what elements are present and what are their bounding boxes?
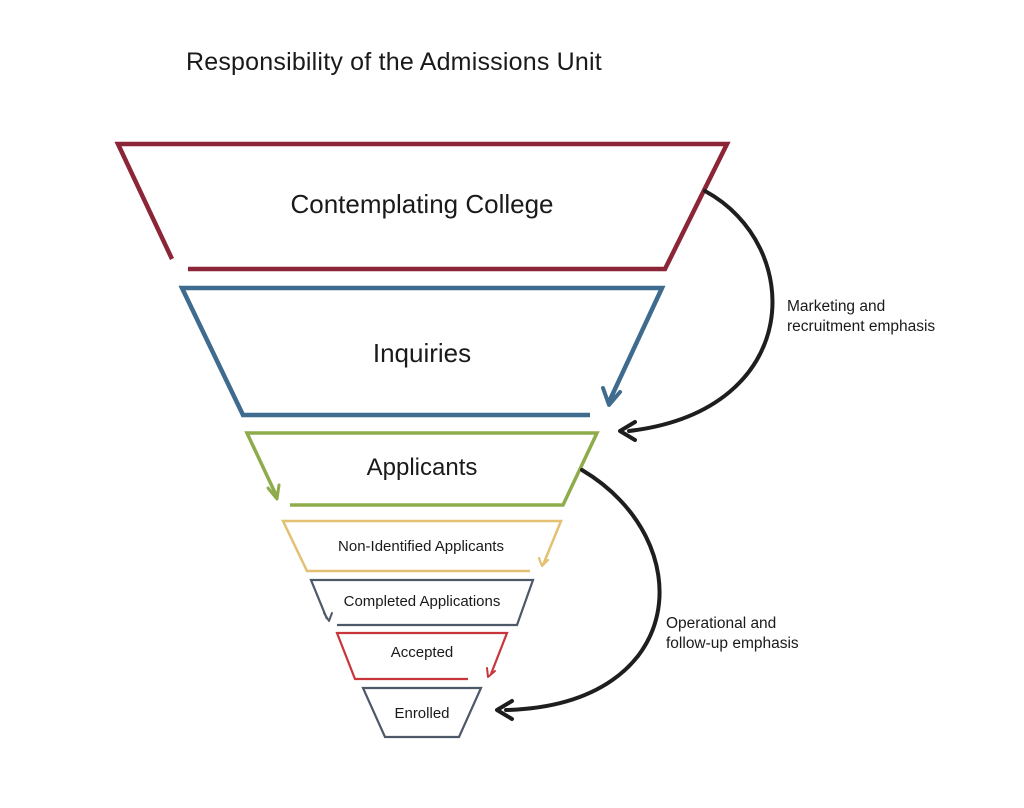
stage-outline [244,431,600,507]
arrowhead-icon [495,699,514,721]
stage-label: Inquiries [373,338,471,368]
stage-label: Non-Identified Applicants [338,538,504,555]
stage-outline [361,686,483,739]
chevron-down-icon [323,612,333,622]
arrowhead-icon [618,420,637,442]
stage-label: Applicants [367,454,478,481]
operational-emphasis-arrow [495,468,662,721]
stage-non-identified-applicants: Non-Identified Applicants [281,519,563,573]
chevron-down-icon [601,386,622,407]
annotation-line: follow-up emphasis [666,635,799,652]
marketing-emphasis-arrow [618,189,775,442]
stage-outline [178,285,666,418]
stage-accepted: Accepted [335,631,509,681]
stage-label: Completed Applications [344,593,501,610]
stage-label: Accepted [391,644,454,661]
chevron-down-icon [537,556,550,568]
diagram-title: Responsibility of the Admissions Unit [186,48,602,76]
marketing-annotation: Marketing and recruitment emphasis [787,297,935,337]
stage-enrolled: Enrolled [361,686,483,739]
annotation-line: Operational and [666,615,777,632]
curved-arrow-icon [504,468,662,712]
stage-contemplating-college: Contemplating College [114,141,731,272]
chevron-down-icon [266,483,281,501]
stage-outline [281,519,563,573]
stage-applicants: Applicants [244,431,600,507]
operational-annotation: Operational and follow-up emphasis [666,614,799,654]
curved-arrow-icon [627,189,775,433]
annotation-line: recruitment emphasis [787,318,936,335]
stage-outline [114,141,731,272]
chevron-down-icon [486,667,496,678]
stage-completed-applications: Completed Applications [309,578,535,627]
annotation-line: Marketing and [787,298,886,315]
stage-outline [335,631,509,681]
stage-label: Contemplating College [290,189,553,219]
stage-label: Enrolled [394,705,449,722]
stage-outline [309,578,535,627]
stage-inquiries: Inquiries [178,285,666,418]
